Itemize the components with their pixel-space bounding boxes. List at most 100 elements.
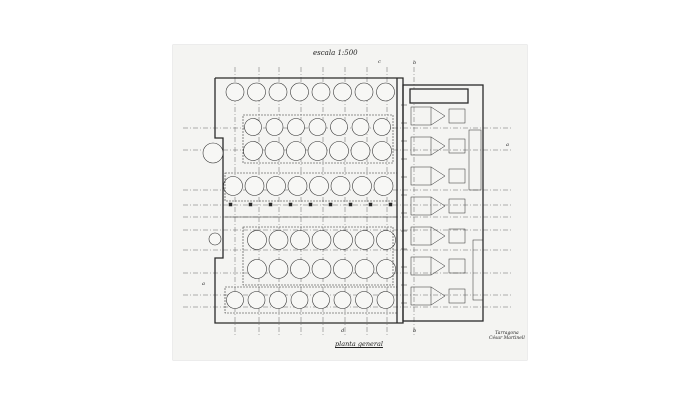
bay-right-2	[448, 168, 466, 184]
bay-right-1	[448, 138, 466, 154]
tank-row-1-1	[247, 82, 266, 102]
section-mark-b-bottom: b	[413, 328, 417, 334]
tank-row-3-4	[329, 141, 349, 161]
tank-row-5-5	[354, 230, 375, 250]
tank-row-1-6	[354, 82, 374, 102]
tank-row-1-4	[311, 82, 331, 102]
floor-plan	[183, 67, 513, 335]
tank-row-6-5	[354, 259, 375, 279]
annex-room	[468, 129, 482, 191]
tank-row-1-7	[376, 82, 395, 102]
tank-row-7-1	[247, 291, 266, 309]
hopper-3	[430, 196, 446, 216]
tank-row-6-2	[290, 259, 310, 279]
tank-row-4-2	[266, 176, 286, 196]
pillar-0	[228, 202, 233, 207]
bay-left-6	[410, 286, 432, 306]
tank-row-5-0	[247, 230, 267, 250]
tank-row-2-0	[244, 118, 262, 136]
tank-row-1-3	[290, 82, 309, 102]
entry-room	[409, 88, 469, 104]
bay-left-0	[410, 106, 432, 126]
bay-left-3	[410, 196, 432, 216]
tank-row-3-3	[307, 141, 328, 161]
tank-row-6-0	[247, 259, 267, 279]
bay-left-1	[410, 136, 432, 156]
service-wing	[401, 104, 484, 306]
tank-row-4-7	[373, 176, 394, 196]
tank-row-7-6	[355, 291, 373, 309]
tank-row-4-3	[287, 176, 308, 196]
tank-row-5-6	[376, 230, 396, 250]
service-block	[402, 84, 484, 322]
tank-row-4-4	[309, 176, 329, 196]
tank-row-6-3	[311, 259, 332, 279]
tank-row-3-0	[243, 141, 263, 161]
pillar-1	[248, 202, 253, 207]
bay-right-6	[448, 288, 466, 304]
tank-row-3-6	[372, 141, 392, 161]
signature-name: César Martinell	[489, 335, 525, 341]
scale-note: escala 1:500	[313, 49, 358, 57]
pillar-6	[348, 202, 353, 207]
section-mark-a-left: a	[202, 281, 205, 287]
tank-row-4-6	[352, 176, 372, 196]
tank-row-7-3	[290, 291, 309, 309]
tank-row-5-3	[311, 230, 332, 250]
tank-row-4-0	[223, 176, 243, 196]
annex-room-lower	[472, 239, 484, 301]
tank-row-5-4	[333, 230, 353, 250]
tank-row-2-5	[351, 118, 370, 136]
hopper-0	[430, 106, 446, 126]
tank-row-2-1	[265, 118, 284, 136]
hopper-2	[430, 166, 446, 186]
bay-right-5	[448, 258, 466, 274]
drawing-sheet: escala 1:500 planta general c b a a d b …	[173, 45, 527, 360]
pillar-3	[288, 202, 293, 207]
bay-right-0	[448, 108, 466, 124]
pillar-2	[268, 202, 273, 207]
tank-row-7-7	[376, 291, 395, 309]
tank-row-7-4	[312, 291, 330, 309]
bay-left-4	[410, 226, 432, 246]
tank-row-5-1	[268, 230, 289, 250]
tank-row-5-2	[290, 230, 310, 250]
corner-tank-top	[202, 142, 224, 164]
tank-row-2-4	[330, 118, 348, 136]
tank-row-6-1	[268, 259, 289, 279]
tank-row-3-2	[286, 141, 306, 161]
section-mark-a-right: a	[506, 142, 509, 148]
tank-row-3-1	[264, 141, 285, 161]
bay-right-4	[448, 228, 466, 244]
tank-row-7-5	[333, 291, 352, 309]
hopper-1	[430, 136, 446, 156]
bay-left-5	[410, 256, 432, 276]
tank-row-7-2	[269, 291, 287, 309]
tank-row-2-6	[373, 118, 391, 136]
tank-row-1-5	[333, 82, 352, 102]
plan-title: planta general	[335, 340, 383, 348]
pillar-4	[308, 202, 313, 207]
tank-rows	[202, 82, 398, 314]
signature-city: Tarragona	[495, 331, 519, 336]
pillar-8	[388, 202, 393, 207]
corner-tank-bottom	[208, 232, 222, 246]
tank-row-2-2	[287, 118, 305, 136]
hopper-5	[430, 256, 446, 276]
pillar-5	[328, 202, 333, 207]
section-mark-c-top: c	[378, 59, 381, 65]
row-frame-2	[242, 226, 394, 286]
bay-left-2	[410, 166, 432, 186]
hopper-6	[430, 286, 446, 306]
tank-row-7-0	[226, 291, 244, 309]
hopper-4	[430, 226, 446, 246]
tank-row-4-1	[244, 176, 265, 196]
tank-row-1-0	[225, 82, 245, 102]
row-frame-3	[224, 286, 398, 314]
section-mark-d-bottom: d	[341, 328, 345, 334]
tank-row-3-5	[350, 141, 371, 161]
section-mark-b-top: b	[413, 60, 417, 66]
bay-right-3	[448, 198, 466, 214]
tank-row-1-2	[268, 82, 288, 102]
row-frame-0	[242, 114, 394, 164]
